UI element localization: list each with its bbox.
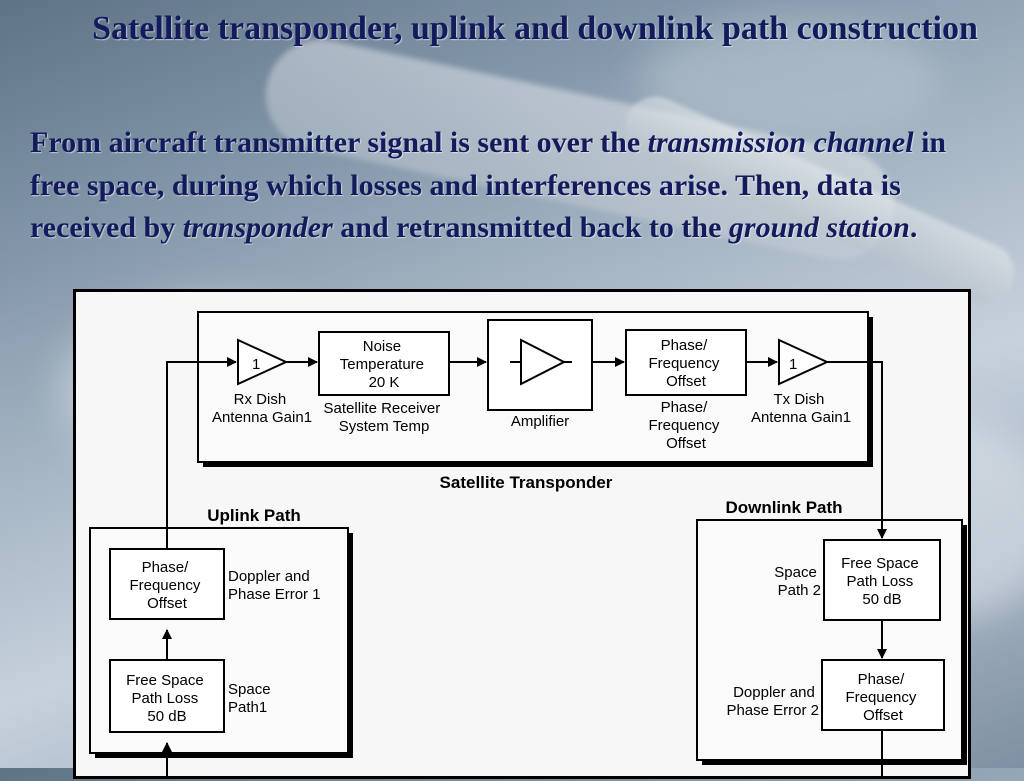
rx-dish-label: Rx Dish Antenna Gain1	[212, 391, 312, 426]
paragraph-text: From aircraft transmitter signal is sent…	[30, 126, 648, 159]
noise-block-text: Noise Temperature 20 K	[340, 338, 428, 391]
phase-block-text: Phase/ Frequency Offset	[648, 337, 723, 390]
downlink-label: Downlink Path	[725, 498, 842, 517]
transponder-label: Satellite Transponder	[440, 473, 613, 492]
uplink-label: Uplink Path	[207, 506, 301, 525]
block-diagram-figure: 1 Rx Dish Antenna Gain1 Noise Temperatur…	[73, 289, 971, 779]
downlink-phase-offset-block	[821, 659, 945, 731]
block-diagram: 1 Rx Dish Antenna Gain1 Noise Temperatur…	[89, 311, 967, 776]
downlink-phase-label: Doppler and Phase Error 2	[726, 684, 819, 719]
noise-block-label: Satellite Receiver System Temp	[324, 400, 445, 435]
tx-dish-label: Tx Dish Antenna Gain1	[751, 391, 851, 426]
uplink-phase-text: Phase/ Frequency Offset	[129, 559, 204, 612]
paragraph-emphasis: ground station	[728, 211, 910, 244]
downlink-phase-text: Phase/ Frequency Offset	[845, 671, 920, 724]
tx-gain-triangle	[778, 338, 830, 386]
paragraph-text: in free space, during which losses and i…	[30, 126, 947, 244]
downlink-loss-text: Free Space Path Loss 50 dB	[841, 555, 923, 608]
uplink-loss-label: Space Path1	[228, 681, 275, 716]
amplifier-label: Amplifier	[511, 413, 569, 430]
paragraph-text: .	[909, 211, 918, 244]
noise-temperature-block	[318, 331, 450, 396]
rx-gain-triangle	[237, 338, 289, 386]
uplink-loss-text: Free Space Path Loss 50 dB	[126, 672, 208, 725]
signal-line-to-rx	[166, 357, 237, 549]
paragraph-emphasis: transponder	[182, 211, 333, 244]
paragraph-emphasis: transmission channel	[647, 126, 914, 159]
downlink-loss-label: Space Path 2	[774, 564, 821, 599]
paragraph-text: and retransmitted back to the	[332, 211, 729, 244]
rx-gain-value: 1	[252, 356, 260, 373]
signal-line-to-downlink	[827, 361, 887, 539]
uplink-path-loss-block	[109, 659, 225, 733]
phase-block-label: Phase/ Frequency Offset	[648, 399, 723, 452]
slide-paragraph: From aircraft transmitter signal is sent…	[30, 122, 990, 250]
tx-gain-value: 1	[789, 356, 797, 373]
uplink-phase-label: Doppler and Phase Error 1	[228, 568, 321, 603]
transponder-phase-offset-block	[625, 329, 747, 396]
slide-title: Satellite transponder, uplink and downli…	[92, 10, 978, 47]
